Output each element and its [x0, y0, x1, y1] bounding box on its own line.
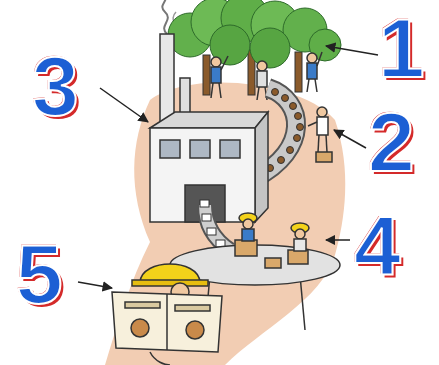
conveyor	[205, 205, 230, 250]
callout-number: 2	[368, 100, 415, 184]
callout-number: 5	[16, 232, 63, 316]
smoke	[162, 0, 168, 34]
reader-figure	[112, 264, 222, 365]
ground-patch	[105, 83, 345, 365]
packer-figures	[239, 213, 309, 251]
sorter-figure	[308, 107, 332, 162]
trees	[168, 0, 341, 95]
callout-number: 1	[378, 6, 425, 90]
callout-number: 4	[354, 204, 401, 288]
packets	[200, 200, 225, 247]
factory	[150, 34, 268, 222]
callout-number: 3	[32, 44, 79, 128]
beans	[267, 89, 304, 172]
conveyor	[205, 205, 230, 250]
leader-arrows	[78, 46, 378, 288]
